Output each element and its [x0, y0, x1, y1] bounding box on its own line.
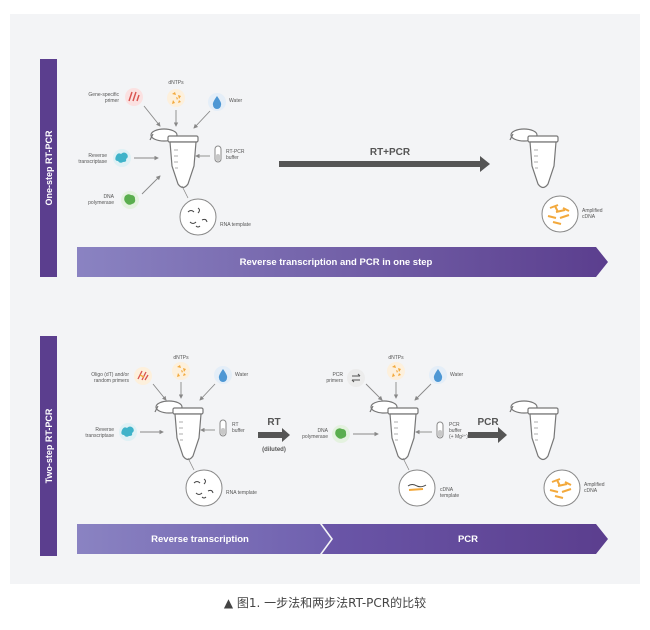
label-dntps-a: dNTPs [173, 355, 189, 361]
two-step-title: Two-step RT-PCR [44, 408, 54, 483]
reverse-transcriptase-a-icon [119, 423, 137, 441]
one-step-banner-text: Reverse transcription and PCR in one ste… [240, 257, 433, 268]
label-poly-1: DNA [103, 194, 114, 200]
label-dntps: dNTPs [168, 80, 184, 86]
label-buffer-1: RT-PCR [226, 149, 245, 155]
rt-pcr-arrow [279, 156, 490, 172]
rna-template-icon [179, 198, 217, 236]
label-buffer-a-1: RT [232, 422, 239, 428]
label-water: Water [229, 98, 242, 104]
water-a-icon [214, 366, 232, 384]
dna-polymerase-icon [121, 191, 139, 209]
pcr-primers-icon [347, 369, 365, 387]
water-icon [208, 93, 226, 111]
rt-arrow [258, 428, 290, 442]
gene-specific-primer-icon [125, 88, 143, 106]
label-poly-b-2: polymerase [302, 434, 328, 440]
cdna-template-icon [398, 469, 436, 507]
label-amp-2: cDNA [582, 214, 596, 220]
label-rt-a-2: transcriptase [85, 433, 114, 439]
pcr-buffer-icon [436, 421, 444, 439]
label-cdna-2: template [440, 493, 459, 499]
rt-buffer-icon [219, 419, 227, 437]
oligo-dt-primers-icon [134, 367, 152, 385]
one-step-side-bar [40, 59, 57, 277]
rna-template-b-icon [185, 469, 223, 507]
label-rna-template-b: RNA template [226, 490, 257, 496]
label-rna-template: RNA template [220, 222, 251, 228]
pcr-banner [322, 524, 608, 554]
rt-banner-text: Reverse transcription [151, 534, 249, 545]
dntps-icon [167, 89, 185, 107]
label-oligo-2: random primers [94, 378, 130, 384]
label-buffer-b-1: PCR [449, 422, 460, 428]
label-pcr-primers-1: PCR [332, 372, 343, 378]
rt-arrow-label: RT [267, 417, 280, 428]
label-amp-1: Amplified [582, 208, 603, 214]
dntps-b-icon [387, 362, 405, 380]
label-water-b: Water [450, 372, 463, 378]
one-step-banner [77, 247, 608, 277]
rt-zoom-line [187, 457, 195, 471]
label-water-a: Water [235, 372, 248, 378]
label-buffer-a-2: buffer [232, 428, 245, 434]
label-primer-2: primer [105, 98, 120, 104]
rt-reagent-arrows [140, 382, 216, 435]
one-step-title: One-step RT-PCR [44, 130, 54, 206]
label-poly-b-1: DNA [317, 428, 328, 434]
label-pcr-primers-2: primers [326, 378, 343, 384]
amplified-cdna-b-icon [543, 469, 581, 507]
pcr-zoom-line [402, 457, 410, 471]
pcr-reagent-arrows [353, 382, 432, 437]
reagent-arrows [134, 105, 211, 195]
label-primer-1: Gene-specific [88, 92, 119, 98]
label-poly-2: polymerase [88, 200, 114, 206]
pcr-arrow [468, 427, 507, 443]
figure-card: One-step RT-PCR Gene-specific primer dNT… [10, 14, 640, 584]
label-rt-1: Reverse [88, 153, 107, 159]
water-b-icon [429, 366, 447, 384]
rt-pcr-arrow-label: RT+PCR [370, 147, 411, 158]
pcr-banner-text: PCR [458, 534, 478, 545]
label-buffer-2: buffer [226, 155, 239, 161]
label-rt-2: transcriptase [78, 159, 107, 165]
label-amp-b-2: cDNA [584, 488, 598, 494]
label-rt-a-1: Reverse [95, 427, 114, 433]
amplified-tube-b-icon [509, 400, 559, 461]
reverse-transcriptase-icon [113, 149, 131, 167]
label-dntps-b: dNTPs [388, 355, 404, 361]
label-cdna-1: cDNA [440, 487, 454, 493]
rt-banner [77, 524, 331, 554]
label-amp-b-1: Amplified [584, 482, 605, 488]
two-step-side-bar [40, 336, 57, 556]
label-buffer-b-2: buffer [449, 428, 462, 434]
zoom-line [181, 185, 189, 199]
figure-caption: ▲ 图1. 一步法和两步法RT-PCR的比较 [223, 596, 427, 610]
label-buffer-b-3: (+ Mg²⁺) [449, 434, 468, 440]
pcr-arrow-label: PCR [477, 417, 499, 428]
amplified-tube-icon [509, 128, 559, 189]
dntps-a-icon [172, 362, 190, 380]
amplified-cdna-icon [541, 195, 579, 233]
dna-polymerase-b-icon [332, 425, 350, 443]
label-oligo-1: Oligo (dT) and/or [91, 372, 129, 378]
rt-arrow-sub: (diluted) [262, 447, 286, 453]
rt-tube-icon [154, 400, 204, 461]
rt-pcr-diagram: One-step RT-PCR Gene-specific primer dNT… [40, 59, 608, 556]
rt-pcr-buffer-icon [214, 145, 222, 163]
pcr-tube-icon [369, 400, 419, 461]
